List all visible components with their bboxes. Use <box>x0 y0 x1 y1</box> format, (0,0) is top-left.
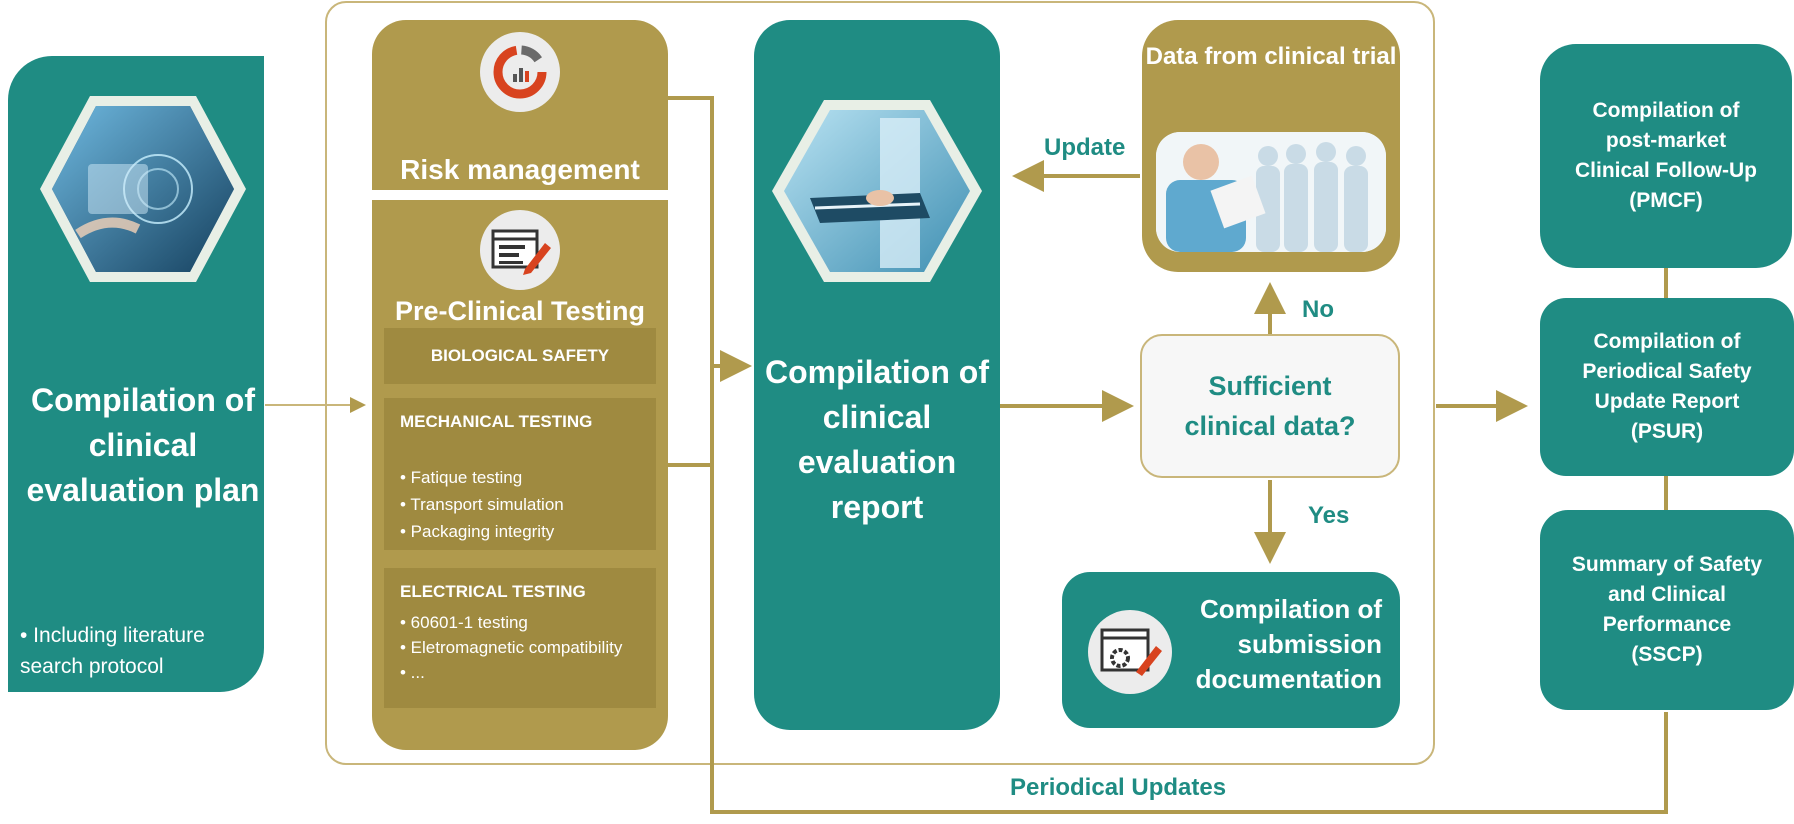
pmcf-box: Compilation of post-market Clinical Foll… <box>1540 44 1792 268</box>
mechanical-testing-title: MECHANICAL TESTING <box>400 412 593 431</box>
sscp-title: Summary of Safety and Clinical Performan… <box>1571 553 1763 666</box>
mechanical-item: • Packaging integrity <box>400 522 555 541</box>
donut-chart-icon <box>480 32 560 112</box>
medical-team-icon <box>1156 132 1386 252</box>
mechanical-item: • Fatique testing <box>400 468 523 487</box>
browser-gear-edit-icon <box>1088 610 1172 694</box>
risk-management-box: Risk management <box>372 20 668 190</box>
biological-safety-title: BIOLOGICAL SAFETY <box>430 346 610 365</box>
psur-box: Compilation of Periodical Safety Update … <box>1540 298 1794 476</box>
clinical-evaluation-plan-box: Compilation of clinical evaluation plan … <box>8 56 264 692</box>
electrical-testing-title: ELECTRICAL TESTING <box>400 582 586 601</box>
mechanical-item: • Transport simulation <box>400 495 564 514</box>
periodical-updates-label: Periodical Updates <box>1010 774 1227 801</box>
decision-question: Sufficient clinical data? <box>1184 371 1356 441</box>
electrical-item: • ... <box>400 663 425 682</box>
sufficient-data-decision: Sufficient clinical data? <box>1140 334 1400 478</box>
psur-title: Compilation of Periodical Safety Update … <box>1582 330 1752 443</box>
plan-bullet: • Including literature search protocol <box>20 624 205 678</box>
doctor-clipboard-icon <box>770 98 984 284</box>
plan-title: Compilation of clinical evaluation plan <box>26 382 260 508</box>
yes-label: Yes <box>1308 502 1350 529</box>
periodical-loop-line <box>668 96 1668 814</box>
process-frame <box>325 1 1435 765</box>
no-label: No <box>1302 296 1334 323</box>
electrical-item: • Eletromagnetic compatibility <box>400 638 623 657</box>
mechanical-testing-panel: MECHANICAL TESTING • Fatique testing • T… <box>384 398 656 550</box>
clinical-evaluation-report-box: Compilation of clinical evaluation repor… <box>754 20 1000 730</box>
report-title: Compilation of clinical evaluation repor… <box>765 354 989 525</box>
tablet-hologram-icon <box>38 94 248 284</box>
biological-safety-panel: BIOLOGICAL SAFETY <box>384 328 656 384</box>
pmcf-title: Compilation of post-market Clinical Foll… <box>1575 99 1757 212</box>
electrical-item: • 60601-1 testing <box>400 613 528 632</box>
submission-title: Compilation of submission documentation <box>1195 594 1382 694</box>
submission-documentation-box: Compilation of submission documentation <box>1062 572 1400 728</box>
preclinical-title: Pre-Clinical Testing <box>394 296 646 326</box>
preclinical-testing-box: Pre-Clinical Testing BIOLOGICAL SAFETY M… <box>372 200 668 750</box>
browser-edit-icon <box>480 210 560 290</box>
trial-title: Data from clinical trial <box>1145 43 1397 70</box>
update-label: Update <box>1044 134 1126 161</box>
clinical-trial-data-box: Data from clinical trial <box>1142 20 1400 272</box>
sscp-box: Summary of Safety and Clinical Performan… <box>1540 510 1794 710</box>
electrical-testing-panel: ELECTRICAL TESTING • 60601-1 testing • E… <box>384 568 656 708</box>
risk-title: Risk management <box>400 154 640 185</box>
